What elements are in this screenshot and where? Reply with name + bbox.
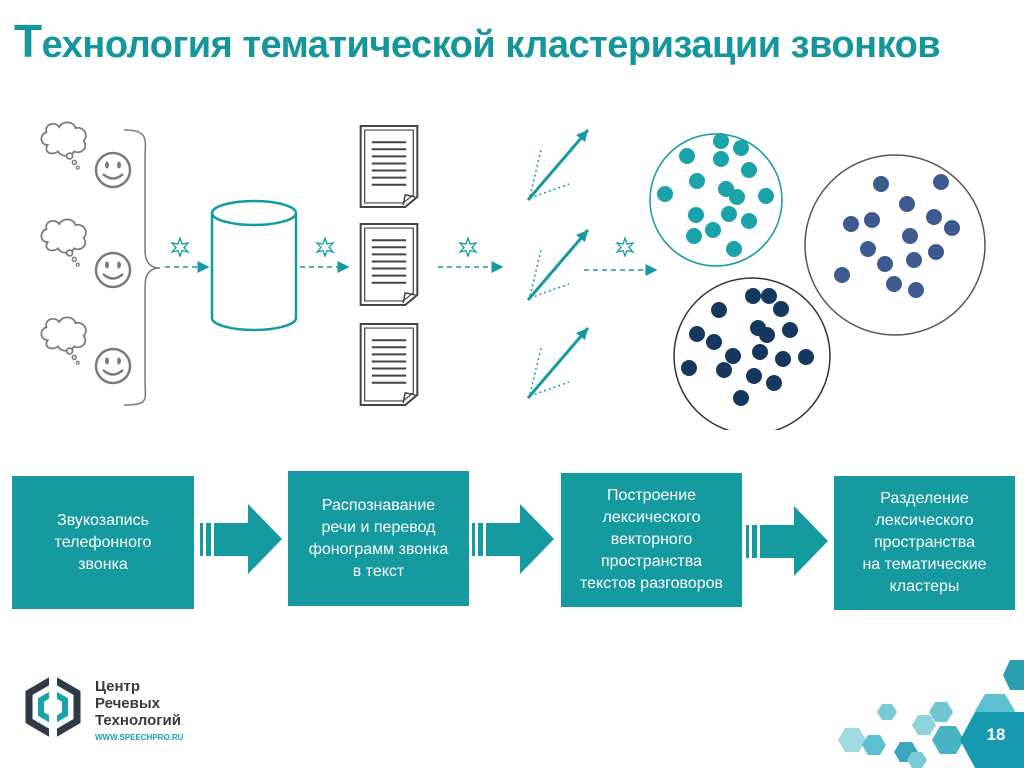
step-vector-space: Построение лексического векторного прост…: [561, 473, 742, 607]
spark-icon: [316, 237, 334, 257]
vector-icon: [526, 326, 590, 400]
smiley-icon: [94, 151, 132, 189]
company-logo: [25, 676, 81, 738]
step-clustering: Разделение лексического пространства на …: [834, 476, 1015, 610]
smiley-icon: [94, 347, 132, 385]
page-number: 18: [986, 725, 1006, 744]
caller-group-1: [40, 121, 132, 189]
document-icon: [359, 322, 419, 407]
caller-group-3: [40, 316, 132, 385]
thought-bubble-icon: [40, 316, 87, 365]
logo-website-link[interactable]: WWW.SPEECHPRO.RU: [95, 733, 184, 742]
page-title: Технология тематической кластеризации зв…: [14, 15, 941, 67]
process-diagram: [40, 121, 986, 430]
caller-group-2: [40, 218, 132, 289]
smiley-icon: [94, 251, 132, 289]
step-recording: Звукозапись телефонного звонка: [12, 476, 194, 609]
spark-icon: [171, 237, 189, 257]
cluster-navy: [673, 277, 831, 430]
step-arrow-2: [472, 504, 554, 574]
thought-bubble-icon: [40, 121, 87, 170]
logo-company-name: Центр Речевых Технологий: [95, 678, 181, 729]
document-icon: [359, 222, 419, 307]
step-arrow-3: [746, 506, 828, 576]
database-icon: [210, 199, 298, 332]
step-recognition: Распознавание речи и перевод фонограмм з…: [288, 471, 469, 606]
cluster-teal: [649, 133, 783, 267]
caller-brace: [123, 129, 161, 406]
vector-icon: [526, 128, 590, 202]
spark-icon: [459, 237, 477, 257]
step-arrow-1: [200, 504, 282, 574]
thought-bubble-icon: [40, 218, 87, 267]
cluster-blue: [804, 154, 986, 336]
vector-icon: [526, 228, 590, 302]
hexagon-decoration: [838, 660, 1024, 768]
document-icon: [359, 124, 419, 209]
spark-icon: [616, 237, 634, 257]
